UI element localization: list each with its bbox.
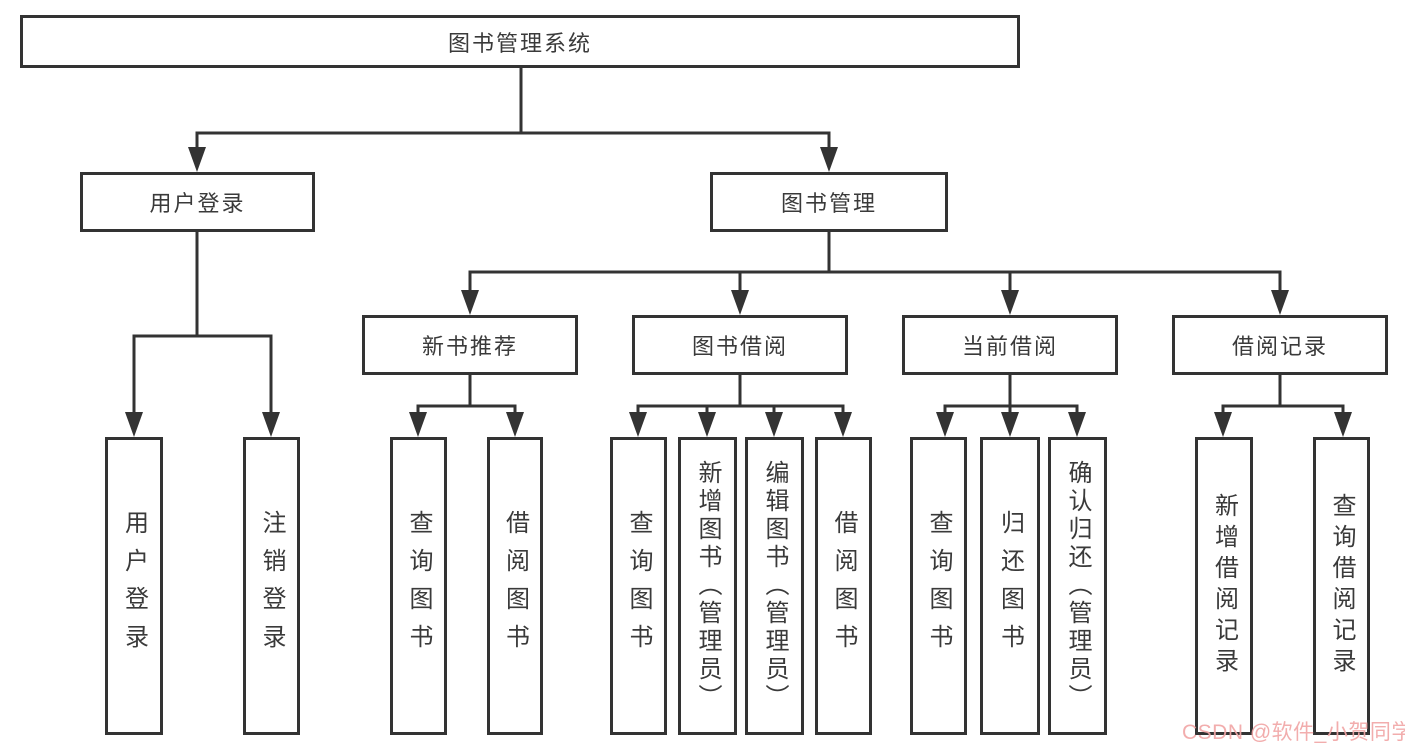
node-user-login: 用户登录 [80,172,315,232]
leaf-confirm-return-admin: 确认归还（管理员） [1048,437,1107,735]
leaf-add-book-admin: 新增图书（管理员） [678,437,737,735]
leaf-query-books-borrow: 查询图书 [610,437,667,735]
leaf-query-books-recommend: 查询图书 [390,437,447,735]
node-borrow-records: 借阅记录 [1172,315,1388,375]
node-book-management: 图书管理 [710,172,948,232]
watermark: CSDN @软件_小贺同学 [1182,721,1405,744]
leaf-user-login: 用户登录 [105,437,163,735]
leaf-borrow-books-recommend: 借阅图书 [487,437,543,735]
leaf-query-borrow-record: 查询借阅记录 [1313,437,1370,735]
node-book-borrow: 图书借阅 [632,315,848,375]
leaf-add-borrow-record: 新增借阅记录 [1195,437,1253,735]
leaf-query-books-current: 查询图书 [910,437,967,735]
leaf-logout: 注销登录 [243,437,300,735]
leaf-return-book: 归还图书 [980,437,1040,735]
leaf-borrow-books: 借阅图书 [815,437,872,735]
node-new-book-recommend: 新书推荐 [362,315,578,375]
leaf-edit-book-admin: 编辑图书（管理员） [745,437,804,735]
node-current-borrow: 当前借阅 [902,315,1118,375]
node-library-management-system: 图书管理系统 [20,15,1020,68]
